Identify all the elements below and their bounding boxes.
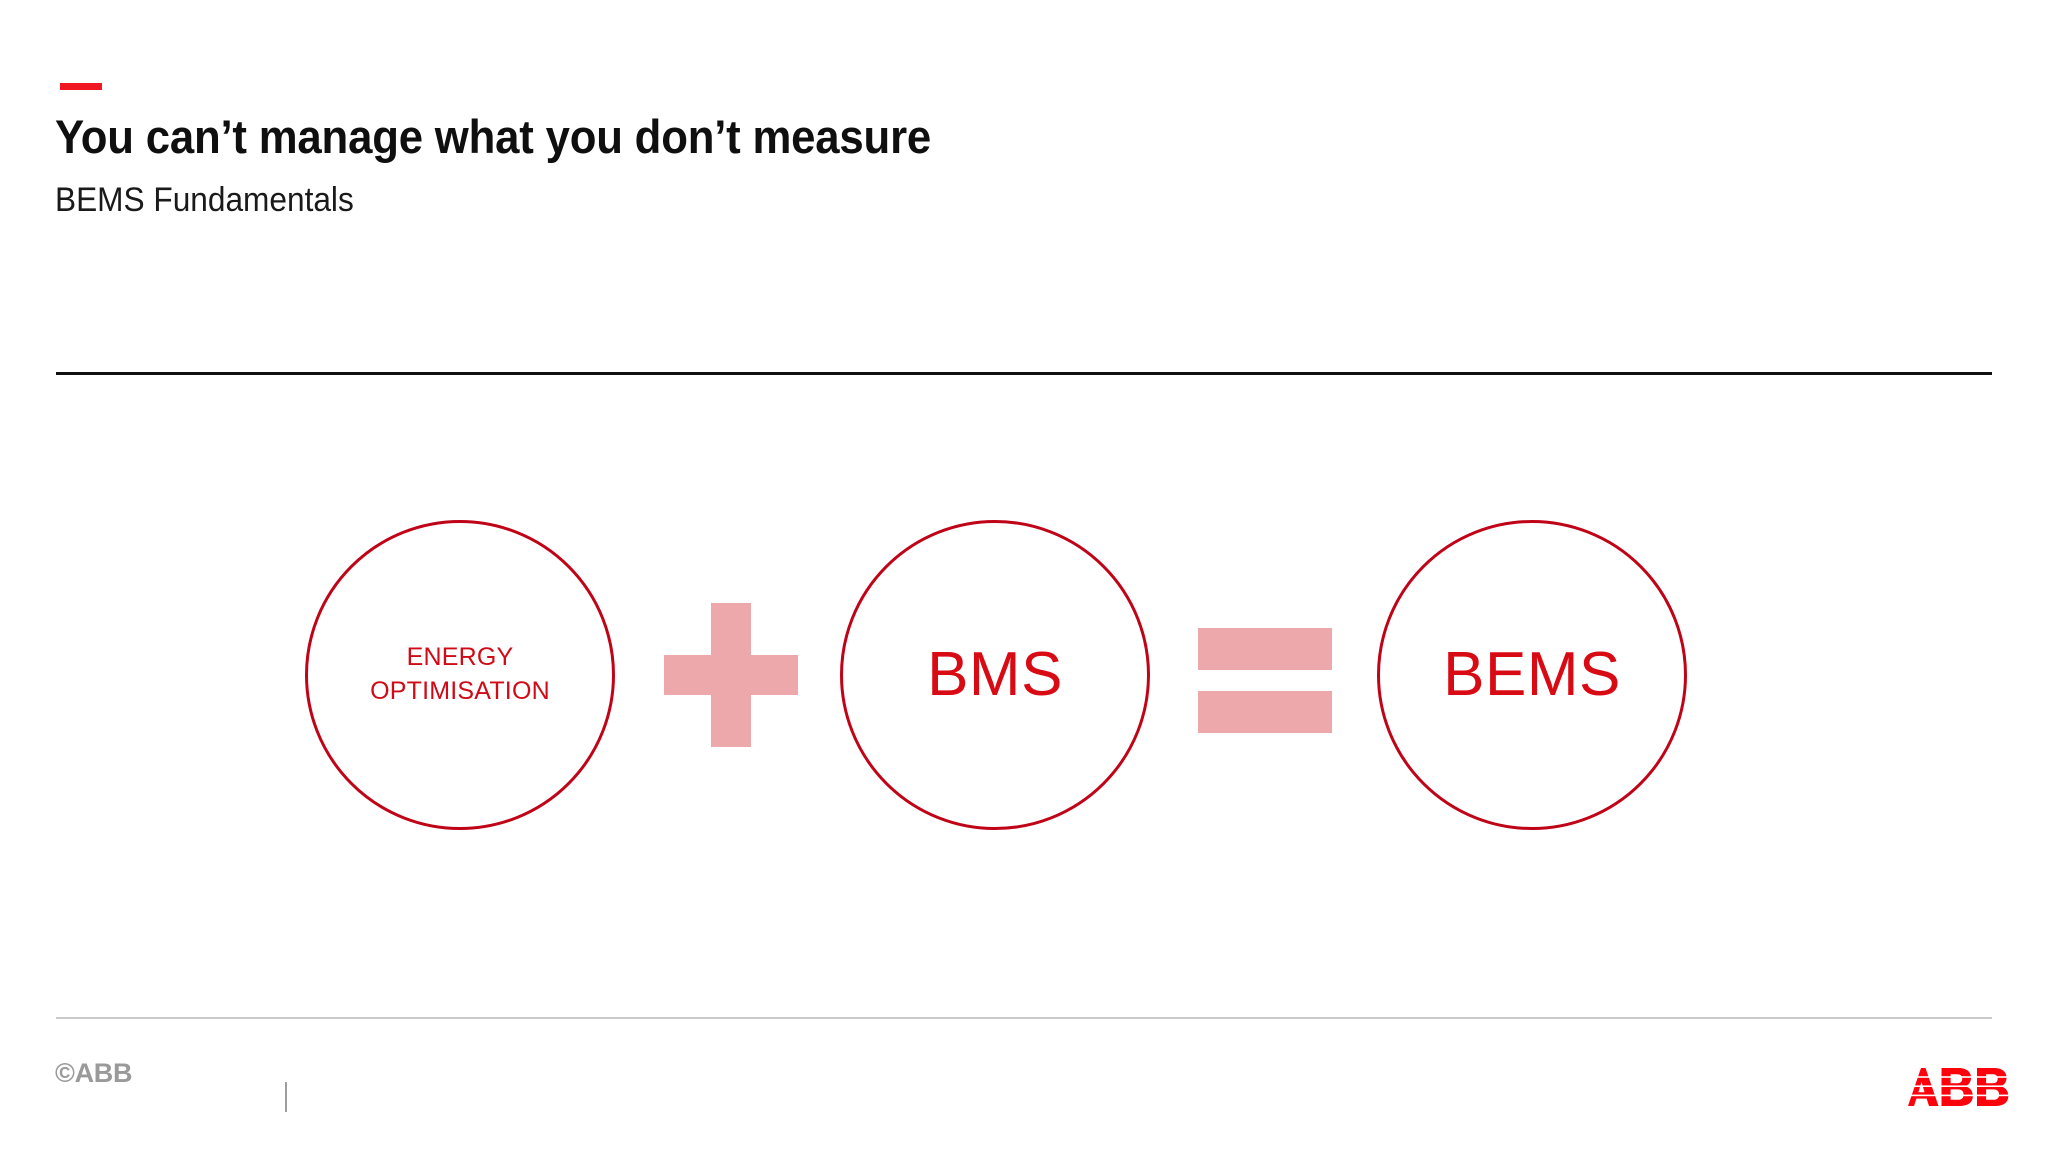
diagram-node-bems: BEMS (1377, 520, 1687, 830)
diagram-node-energy-optimisation: ENERGY OPTIMISATION (305, 520, 615, 830)
node-label-bms: BMS (927, 640, 1063, 709)
header-divider (56, 372, 1992, 375)
page-title: You can’t manage what you don’t measure (55, 110, 932, 163)
page-subtitle: BEMS Fundamentals (55, 181, 354, 219)
abb-logo-icon (1908, 1068, 2012, 1106)
node-label-line-2: OPTIMISATION (370, 677, 550, 705)
node-label-bems: BEMS (1443, 640, 1621, 709)
plus-icon-vertical-bar (711, 603, 751, 747)
accent-dash (60, 83, 102, 90)
equals-icon-bottom-bar (1198, 691, 1332, 733)
copyright-text: ©ABB (55, 1058, 133, 1088)
plus-icon (664, 603, 798, 747)
node-label-group: ENERGY OPTIMISATION (370, 641, 550, 709)
bems-equation-diagram: ENERGY OPTIMISATION BMS BEMS (0, 390, 2048, 990)
text-caret (285, 1082, 287, 1112)
equals-icon-top-bar (1198, 628, 1332, 670)
diagram-node-bms: BMS (840, 520, 1150, 830)
node-label-line-1: ENERGY (406, 643, 514, 672)
equals-icon (1198, 628, 1332, 738)
footer-divider (56, 1017, 1992, 1019)
